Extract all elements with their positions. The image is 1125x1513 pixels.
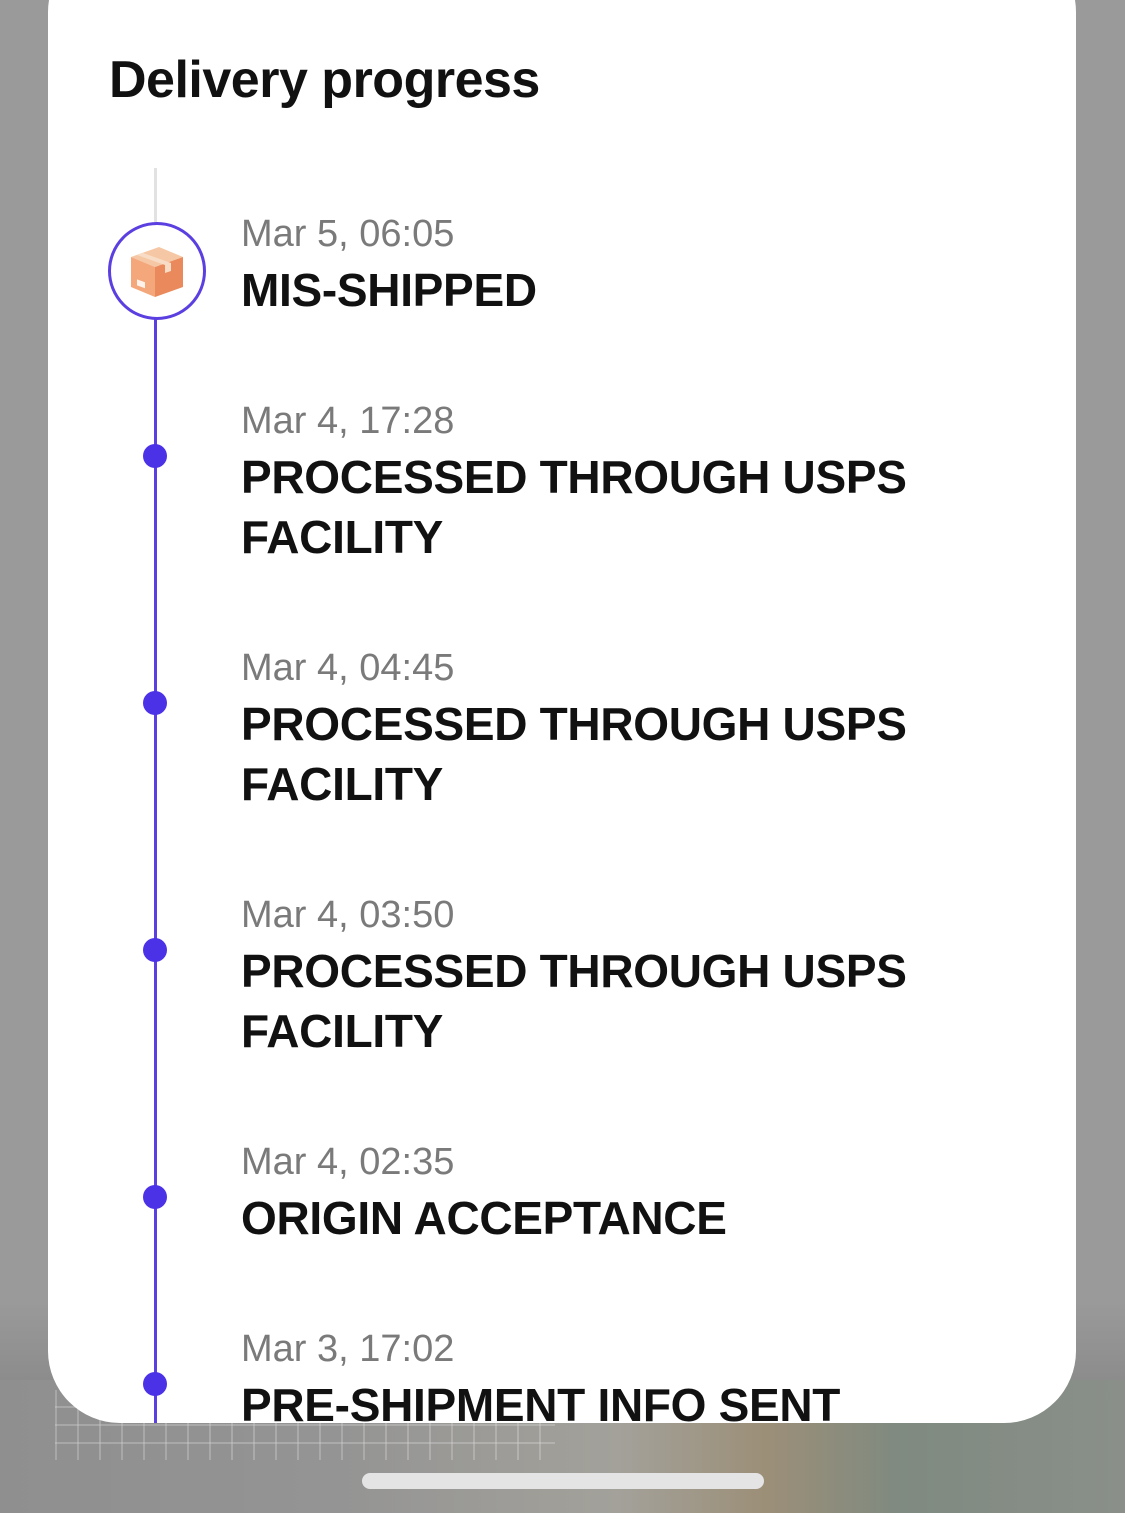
event-time: Mar 5, 06:05 [241, 213, 455, 255]
timeline-event[interactable]: Mar 4, 02:35 ORIGIN ACCEPTANCE [241, 1140, 1001, 1248]
event-status: PRE-SHIPMENT INFO SENT [241, 1379, 841, 1423]
event-time: Mar 4, 02:35 [241, 1141, 455, 1183]
timeline-dot [143, 444, 167, 468]
event-status: PROCESSED THROUGH USPS FACILITY [241, 451, 907, 563]
timeline-rail [154, 314, 157, 1423]
current-status-marker [108, 222, 206, 320]
delivery-progress-sheet[interactable]: Delivery progress Mar 5, 06:05 MIS-SHIPP… [48, 0, 1076, 1423]
timeline-event[interactable]: Mar 5, 06:05 MIS-SHIPPED [241, 212, 1001, 320]
event-time: Mar 4, 17:28 [241, 400, 455, 442]
event-status: ORIGIN ACCEPTANCE [241, 1192, 727, 1244]
package-box-icon [131, 247, 183, 297]
event-status: PROCESSED THROUGH USPS FACILITY [241, 945, 907, 1057]
timeline-dot [143, 1185, 167, 1209]
timeline-dot [143, 1372, 167, 1396]
timeline-event[interactable]: Mar 4, 17:28 PROCESSED THROUGH USPS FACI… [241, 399, 1001, 567]
event-time: Mar 4, 04:45 [241, 647, 455, 689]
event-status: MIS-SHIPPED [241, 264, 537, 316]
timeline-event[interactable]: Mar 3, 17:02 PRE-SHIPMENT INFO SENT [241, 1327, 1001, 1423]
timeline-rail-upcoming [154, 168, 157, 222]
timeline-event[interactable]: Mar 4, 04:45 PROCESSED THROUGH USPS FACI… [241, 646, 1001, 814]
timeline-dot [143, 938, 167, 962]
timeline-dot [143, 691, 167, 715]
home-indicator[interactable] [362, 1473, 764, 1489]
event-status: PROCESSED THROUGH USPS FACILITY [241, 698, 907, 810]
event-time: Mar 3, 17:02 [241, 1328, 455, 1370]
sheet-title: Delivery progress [109, 51, 540, 109]
event-time: Mar 4, 03:50 [241, 894, 455, 936]
timeline-event[interactable]: Mar 4, 03:50 PROCESSED THROUGH USPS FACI… [241, 893, 1001, 1061]
